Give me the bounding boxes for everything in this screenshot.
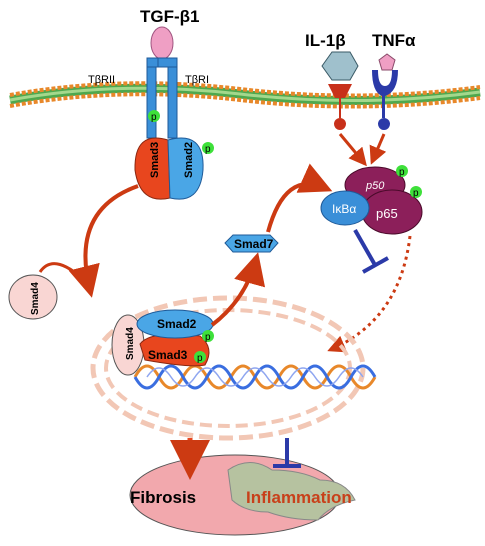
smad3-nuclear-label: Smad3 — [148, 348, 188, 362]
inflammation-region — [227, 462, 356, 521]
ikba-label: IκBα — [332, 202, 356, 216]
smads-to-nucleus-arrow — [68, 184, 139, 298]
phospho-receptor-label: p — [151, 112, 157, 123]
tnfa-label: TNFα — [372, 31, 416, 50]
phospho-smad2-nuclear-label: p — [205, 332, 211, 343]
dna-helix — [133, 364, 377, 390]
tgfb-receptor-complex — [146, 57, 178, 139]
il1-receptor — [321, 51, 359, 130]
p65-label: p65 — [376, 206, 398, 221]
smad4-free-label: Smad4 — [30, 282, 41, 315]
nucleus-inhibits-inflammation-bar — [273, 438, 301, 468]
phospho-p50 — [396, 165, 408, 177]
phospho-smad2-upper — [202, 142, 214, 154]
smad7-hexagon — [224, 234, 279, 253]
nucleus-membrane-outer — [90, 295, 366, 441]
phospho-smad3-nuclear-label: p — [197, 353, 203, 364]
smad7-to-nfkb-arrow — [266, 163, 333, 233]
tnf-to-nfkb-arrow — [369, 133, 387, 165]
nucleus-to-smad7-arrow — [210, 252, 266, 327]
smad4-to-nucleus-arrow — [38, 262, 92, 288]
smad4-nuclear-label: Smad4 — [125, 327, 136, 360]
ikba-inhibition-bar — [353, 229, 389, 274]
phospho-smad2-nuclear — [202, 330, 214, 342]
inflammation-label: Inflammation — [246, 488, 352, 507]
phospho-smad2-upper-label: p — [205, 144, 211, 155]
smad2-upper-label: Smad2 — [183, 142, 195, 178]
smad4-free — [8, 274, 58, 320]
smad2-nuclear-label: Smad2 — [157, 317, 197, 331]
p50-label: p50 — [365, 180, 385, 192]
smad7-label: Smad7 — [234, 237, 274, 251]
il1-to-nfkb-arrow — [338, 133, 367, 167]
tbrii-label: TβRII — [88, 74, 115, 86]
nfkb-complex — [320, 166, 423, 235]
ikba-subunit — [320, 190, 370, 226]
tbri-label: TβRI — [185, 74, 209, 86]
il1b-label: IL-1β — [305, 31, 346, 50]
tgfb1-ligand — [150, 26, 174, 60]
phospho-receptor — [148, 110, 160, 122]
fibrosis-label: Fibrosis — [130, 488, 196, 507]
tgfb1-label: TGF-β1 — [140, 7, 199, 26]
tnf-receptor — [372, 53, 398, 130]
phospho-p65-label: p — [413, 188, 419, 199]
smad2-smad3-receptor-complex — [134, 137, 204, 200]
cell-membrane — [9, 81, 481, 109]
smad3-upper-label: Smad3 — [149, 142, 161, 178]
phospho-p50-label: p — [399, 167, 405, 178]
phospho-smad3-nuclear — [194, 351, 206, 363]
phospho-p65 — [410, 186, 422, 198]
